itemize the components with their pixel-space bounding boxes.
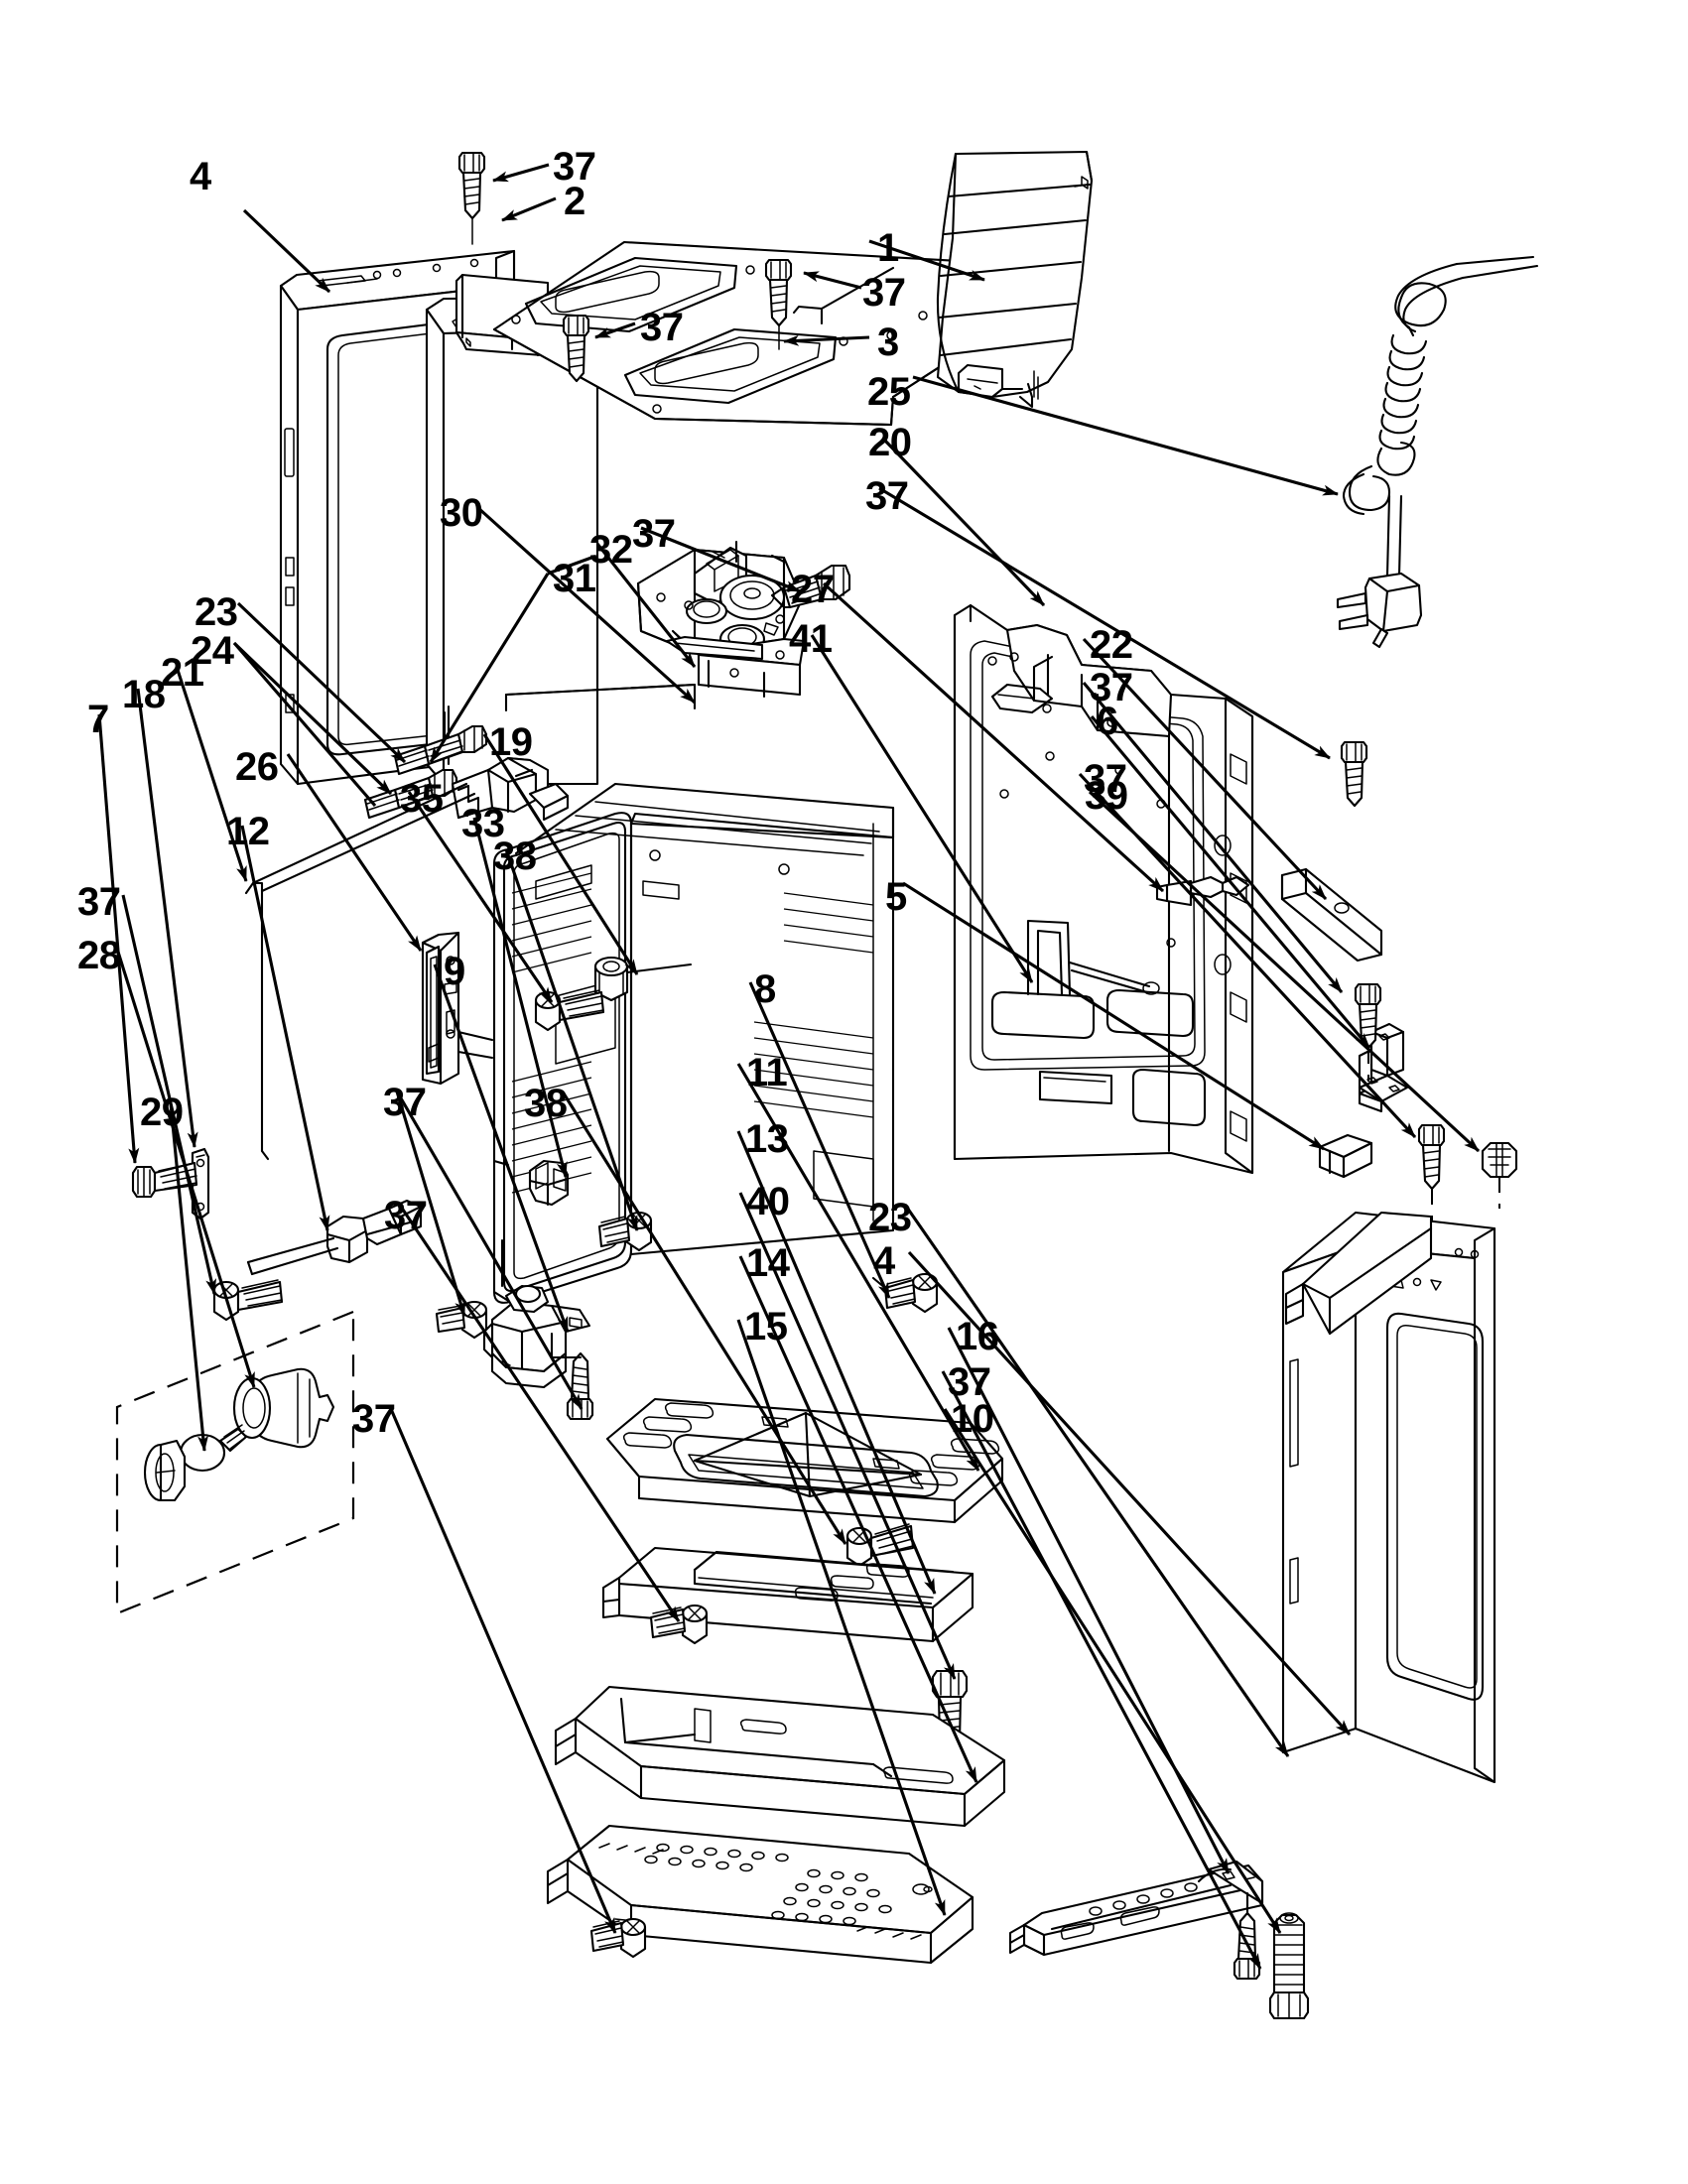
callout-37-i[interactable]: 37 xyxy=(383,1081,427,1124)
callout-31[interactable]: 31 xyxy=(553,557,596,600)
callout-19[interactable]: 19 xyxy=(489,720,533,764)
callout-5[interactable]: 5 xyxy=(885,875,907,919)
callout-7[interactable]: 7 xyxy=(87,698,109,741)
callout-21[interactable]: 21 xyxy=(161,651,204,695)
callout-37-j[interactable]: 37 xyxy=(384,1194,428,1237)
part-5-clip xyxy=(1318,1133,1373,1179)
part-37-screw-b xyxy=(764,258,793,350)
part-37-screw-c xyxy=(562,314,590,383)
callout-40[interactable]: 40 xyxy=(746,1180,790,1223)
part-41-ground-wire xyxy=(1026,919,1160,996)
callout-18[interactable]: 18 xyxy=(122,673,166,716)
callout-16[interactable]: 16 xyxy=(956,1315,999,1358)
callout-20[interactable]: 20 xyxy=(868,421,912,464)
callout-2[interactable]: 2 xyxy=(564,180,585,223)
leader-lines xyxy=(97,163,1481,1970)
part-28-29-indicator-light xyxy=(115,1310,355,1615)
callout-37-c[interactable]: 37 xyxy=(640,306,684,349)
callout-4-top[interactable]: 4 xyxy=(190,155,211,198)
callout-14[interactable]: 14 xyxy=(746,1241,790,1285)
callout-11[interactable]: 11 xyxy=(746,1051,788,1094)
callout-25[interactable]: 25 xyxy=(867,370,911,414)
part-22-side-rail xyxy=(1280,867,1383,963)
callout-33[interactable]: 33 xyxy=(461,802,505,845)
callout-13[interactable]: 13 xyxy=(745,1117,789,1161)
callout-23-b[interactable]: 23 xyxy=(868,1196,912,1239)
part-15-bottom-panel xyxy=(546,1824,974,1965)
part-25-power-cord xyxy=(1336,255,1539,649)
part-4-right-door-panel xyxy=(1281,1211,1496,1784)
part-13-pan-insert xyxy=(601,1546,974,1643)
callout-23-a[interactable]: 23 xyxy=(195,590,238,634)
part-37-screw-h xyxy=(212,1279,284,1322)
part-10-leveling-leg xyxy=(1268,1912,1310,2020)
callout-37-f[interactable]: 37 xyxy=(1090,666,1133,709)
callout-12[interactable]: 12 xyxy=(226,810,270,853)
part-21-harness-channel xyxy=(244,782,476,1161)
part-16-slide-rail xyxy=(1008,1860,1264,1957)
part-37-screw-j xyxy=(649,1604,709,1645)
part-14-drawer-pan xyxy=(554,1685,1006,1828)
callout-39[interactable]: 39 xyxy=(1085,774,1128,818)
callout-37-l[interactable]: 37 xyxy=(352,1397,396,1441)
part-26-sensor-bracket xyxy=(421,931,494,1086)
part-20-rear-panel xyxy=(953,603,1254,1175)
part-1-rear-deflector xyxy=(936,150,1094,409)
callout-37-d[interactable]: 37 xyxy=(865,474,909,518)
callout-35[interactable]: 35 xyxy=(400,777,444,821)
part-39-push-nut xyxy=(1481,1141,1518,1209)
part-37-screw-d xyxy=(1340,740,1368,808)
part-37-screw-e xyxy=(770,564,851,609)
callout-29[interactable]: 29 xyxy=(140,1091,184,1134)
callout-38-a[interactable]: 38 xyxy=(493,835,537,878)
part-12-door-switch-bracket xyxy=(246,1199,423,1276)
part-11-burner-grate xyxy=(605,1397,1004,1524)
callout-37-k[interactable]: 37 xyxy=(948,1360,991,1404)
part-38-screw-b xyxy=(845,1523,915,1568)
part-37-screw-l xyxy=(589,1917,647,1959)
part-6-anti-tip-bracket xyxy=(1358,1022,1409,1113)
callout-27[interactable]: 27 xyxy=(791,568,835,611)
callout-24[interactable]: 24 xyxy=(191,629,234,673)
callout-30[interactable]: 30 xyxy=(440,491,483,535)
callout-28[interactable]: 28 xyxy=(77,934,121,977)
callout-38-b[interactable]: 38 xyxy=(524,1082,568,1125)
callout-15[interactable]: 15 xyxy=(744,1305,788,1349)
callout-37-h[interactable]: 37 xyxy=(77,880,121,924)
part-19-spacer-bushing xyxy=(593,956,693,1002)
callout-1[interactable]: 1 xyxy=(877,226,899,270)
callout-22[interactable]: 22 xyxy=(1090,623,1133,667)
callout-10[interactable]: 10 xyxy=(951,1397,994,1441)
callout-37-e[interactable]: 37 xyxy=(632,512,676,556)
callout-9[interactable]: 9 xyxy=(444,950,465,993)
callout-3[interactable]: 3 xyxy=(877,321,899,364)
callout-26[interactable]: 26 xyxy=(235,745,279,789)
callout-37-g[interactable]: 37 xyxy=(1084,757,1127,801)
callout-41[interactable]: 41 xyxy=(789,617,833,661)
callout-4-bottom[interactable]: 4 xyxy=(873,1239,895,1283)
callout-8[interactable]: 8 xyxy=(754,967,776,1011)
part-37-screw-g xyxy=(1417,1123,1446,1226)
callout-37-b[interactable]: 37 xyxy=(862,271,906,315)
part-37-screw-a xyxy=(457,151,486,245)
callout-37-a[interactable]: 37 xyxy=(553,145,596,189)
callout-32[interactable]: 32 xyxy=(589,528,633,572)
callout-6[interactable]: 6 xyxy=(1097,700,1118,743)
